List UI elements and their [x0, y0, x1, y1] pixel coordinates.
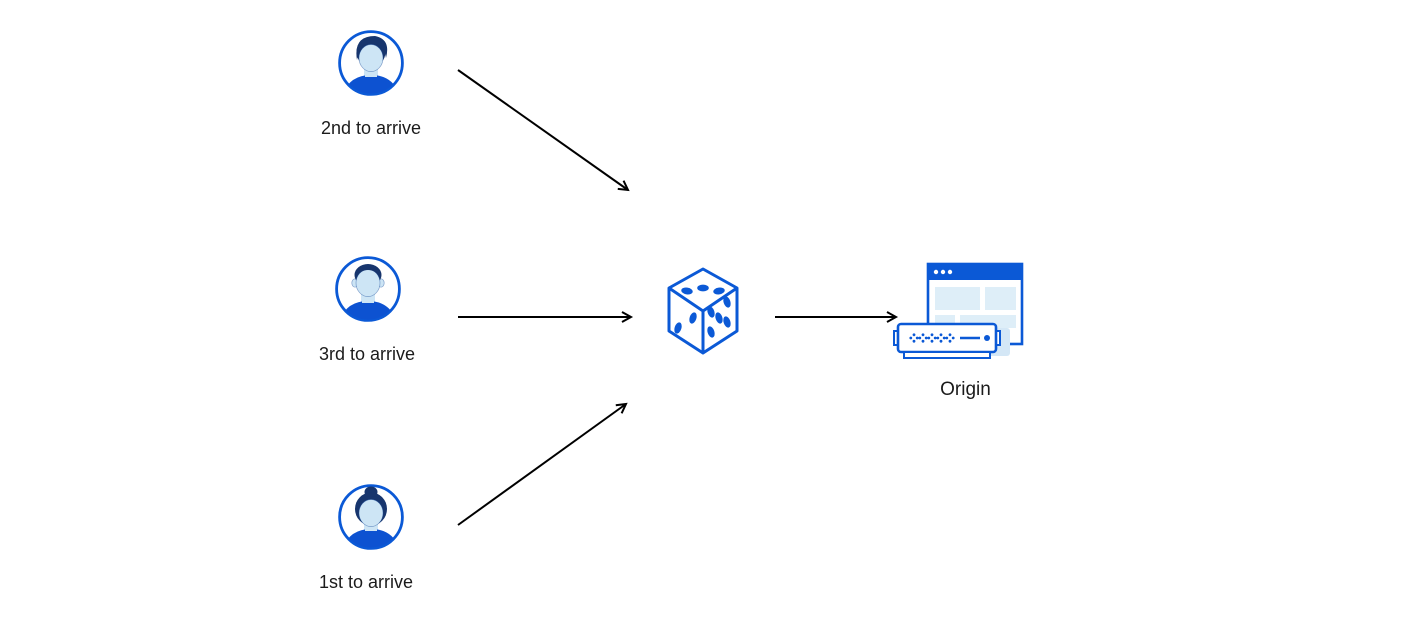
user-label-2nd: 2nd to arrive	[320, 118, 422, 138]
user-node-2nd: 2nd to arrive	[321, 30, 421, 138]
origin-label: Origin	[940, 379, 991, 400]
user-node-1st: 1st to arrive	[319, 484, 413, 592]
user-label-1st: 1st to arrive	[318, 572, 414, 592]
dice-icon	[667, 267, 739, 355]
arrow-user2-to-dice	[457, 69, 630, 192]
user-node-3rd: 3rd to arrive	[319, 256, 415, 364]
user-label-3rd: 3rd to arrive	[318, 344, 416, 364]
origin-server-icon	[893, 262, 1024, 359]
user-woman-bun-avatar-icon	[338, 484, 404, 550]
user-man-short-hair-avatar-icon	[335, 256, 401, 322]
user-man-swoopy-hair-avatar-icon	[338, 30, 404, 96]
arrow-user1-to-dice	[457, 402, 628, 526]
dice-node	[665, 266, 741, 358]
origin-node: Origin	[892, 258, 1027, 400]
